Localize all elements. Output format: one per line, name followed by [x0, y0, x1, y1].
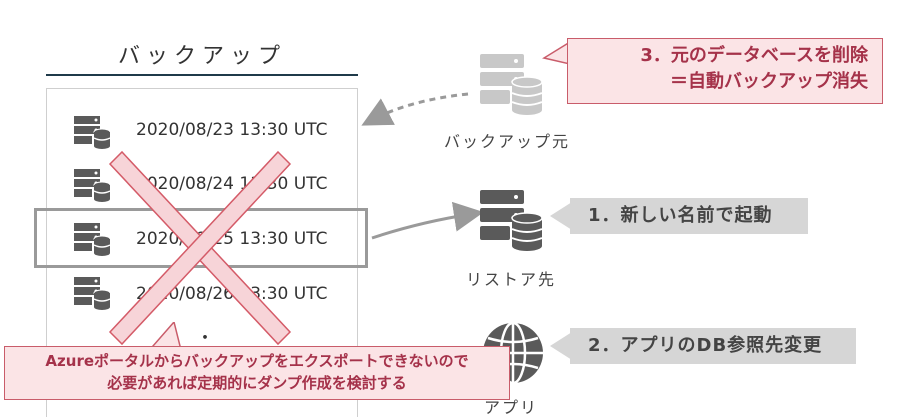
export-warning-callout: Azureポータルからバックアップをエクスポートできないので 必要があれば定期的…	[4, 346, 510, 400]
warning-line1: Azureポータルからバックアップをエクスポートできないので	[45, 352, 469, 370]
step1-callout: 1．新しい名前で起動	[570, 198, 808, 234]
backup-source-server-icon	[480, 54, 543, 115]
step3-line1: 3．元のデータベースを削除	[640, 45, 868, 66]
callout-pointer	[550, 202, 572, 230]
callout-pointer	[542, 41, 570, 65]
backup-entry-timestamp: 2020/08/24 13:30 UTC	[136, 174, 328, 194]
database-server-icon	[74, 277, 111, 310]
step3-callout: 3．元のデータベースを削除 ＝自動バックアップ消失	[567, 38, 883, 104]
restore-target-label: リストア先	[466, 270, 557, 289]
backup-source-label: バックアップ元	[444, 132, 571, 151]
app-label: アプリ	[484, 398, 539, 417]
restore-source-arrow	[361, 92, 469, 126]
restore-target-server-icon	[480, 190, 543, 251]
restore-arrow	[371, 201, 484, 240]
database-server-icon	[74, 223, 111, 256]
step2-callout: 2．アプリのDB参照先変更	[570, 328, 856, 364]
database-server-icon	[74, 116, 111, 149]
backup-panel-title: バックアップ	[117, 44, 286, 69]
selected-backup-highlight	[34, 208, 368, 268]
backup-panel	[46, 88, 358, 417]
step3-line2: ＝自動バックアップ消失	[670, 71, 868, 92]
more-entries-ellipsis: ・	[196, 328, 214, 349]
callout-pointer	[550, 332, 572, 360]
warning-line2: 必要があれば定期的にダンプ作成を検討する	[107, 374, 407, 392]
database-server-icon	[74, 169, 111, 202]
backup-title-underline	[46, 74, 358, 76]
backup-entry-timestamp: 2020/08/23 13:30 UTC	[136, 120, 328, 140]
